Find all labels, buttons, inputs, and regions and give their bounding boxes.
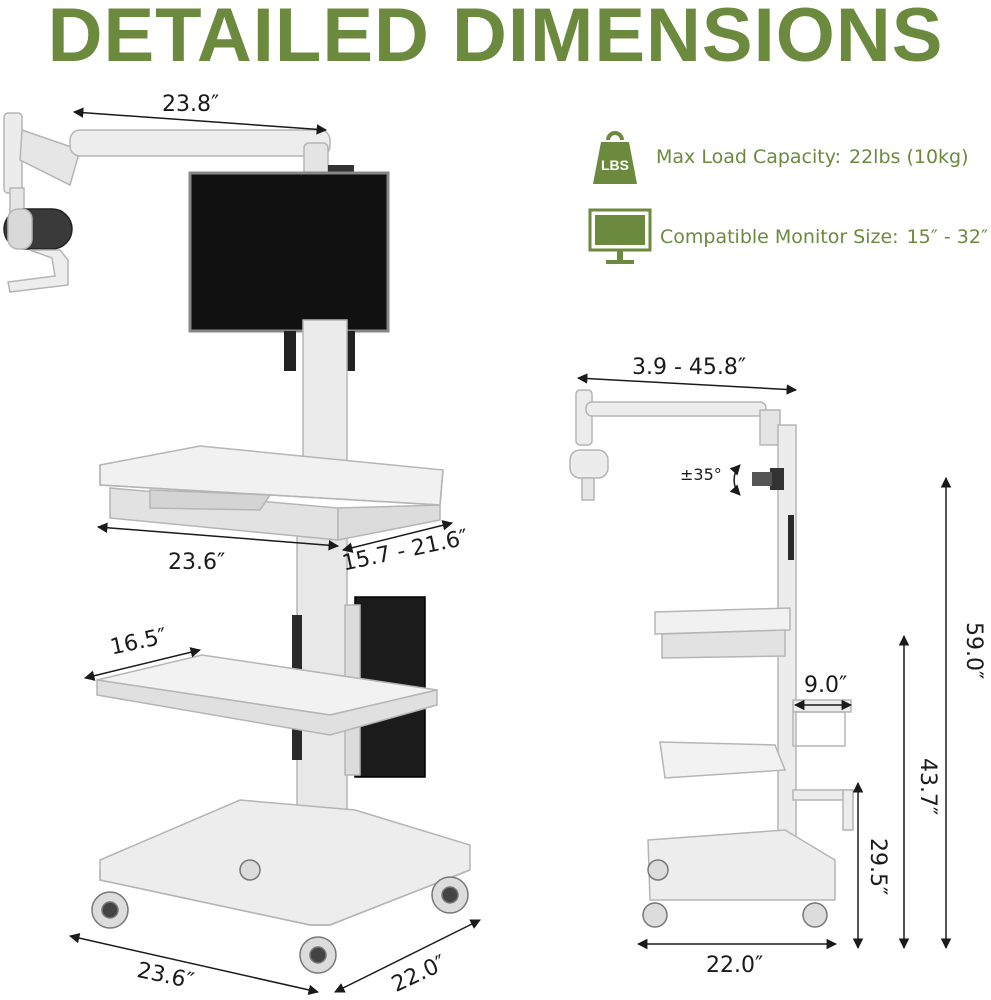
spec-max-load: LBS Max Load Capacity: 22lbs (10kg) — [592, 128, 969, 186]
tilt-label: ±35° — [680, 465, 722, 484]
total-height-label: 59.0″ — [961, 622, 986, 680]
side-lower-shelf — [659, 741, 787, 779]
spec-monitor-size: Compatible Monitor Size: 15″ - 32″ — [588, 208, 988, 266]
arm-width-label: 23.8″ — [162, 92, 220, 117]
max-load-value: 22lbs (10kg) — [849, 146, 969, 168]
page-title: DETAILED DIMENSIONS — [47, 0, 944, 78]
monitor-size-value: 15″ - 32″ — [906, 226, 989, 248]
main-cart — [3, 112, 471, 974]
weight-icon-label: LBS — [601, 157, 629, 173]
weight-icon: LBS — [593, 131, 637, 184]
cart-base — [99, 799, 471, 926]
side-cart-dimension-lines — [576, 373, 952, 950]
holder-width-label: 9.0″ — [804, 673, 848, 698]
arm-reach-label: 3.9 - 45.8″ — [632, 355, 747, 380]
monitor-size-label: Compatible Monitor Size: — [660, 226, 899, 248]
side-bottom-hook — [792, 789, 854, 831]
side-base — [647, 829, 836, 901]
side-keyboard-tray — [654, 607, 791, 659]
column-height-label: 43.7″ — [915, 758, 940, 816]
monitor-icon — [588, 208, 652, 264]
main-cart-dimension-lines — [68, 107, 481, 996]
max-load-label: Max Load Capacity: — [656, 146, 841, 168]
side-base-width-label: 22.0″ — [706, 953, 764, 978]
swing-arm — [3, 112, 354, 293]
monitor — [188, 171, 390, 371]
shelf-height-label: 29.5″ — [865, 838, 890, 896]
side-casters — [642, 859, 828, 928]
keyboard-width-label: 23.6″ — [168, 550, 226, 575]
side-holder — [792, 699, 852, 747]
keyboard-tray — [99, 445, 444, 541]
